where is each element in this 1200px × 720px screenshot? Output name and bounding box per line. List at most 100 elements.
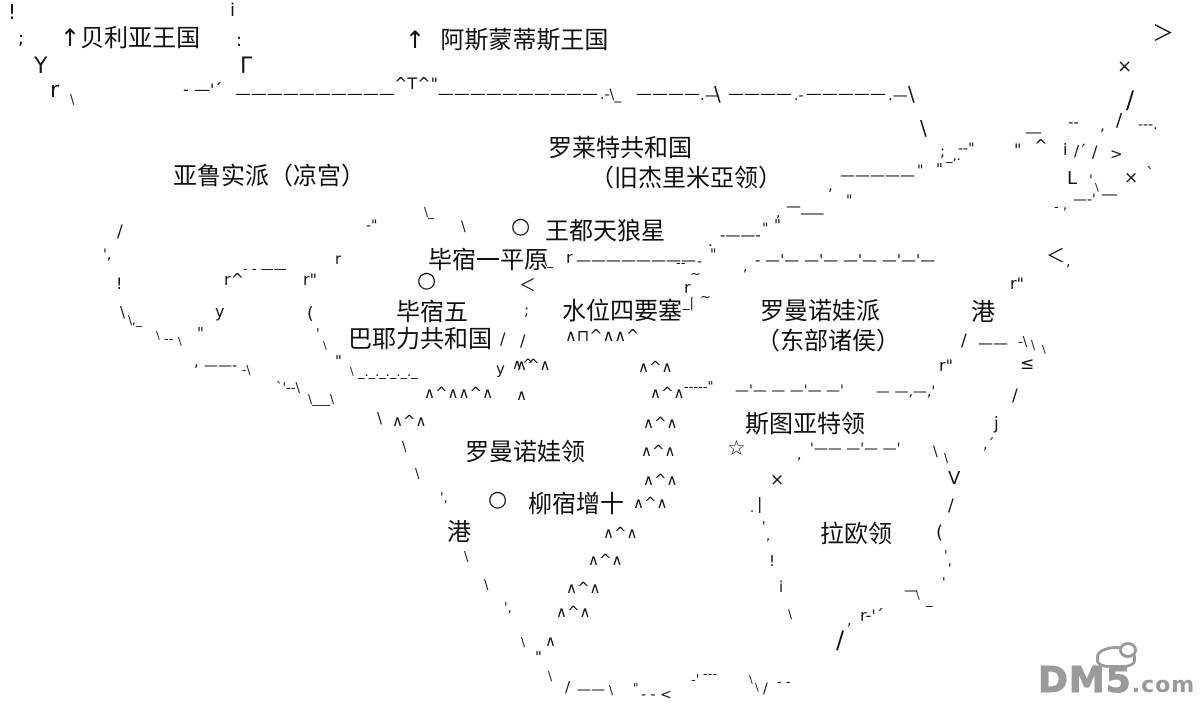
map-stroke: \ [755, 681, 759, 694]
map-stroke: ' [948, 562, 952, 577]
map-stroke: \ [609, 683, 614, 697]
map-stroke: / [520, 331, 526, 350]
map-stroke: \ [548, 669, 553, 683]
map-stroke: , [797, 447, 802, 463]
map-stroke: — —,—,' [876, 384, 936, 400]
map-stroke: ! [769, 552, 776, 570]
map-stroke: ∧^∧ [643, 471, 678, 489]
map-stroke: / [1116, 110, 1123, 131]
map-stroke: ; [18, 28, 25, 49]
map-stroke: \ [714, 82, 721, 106]
star-marker: ☆ [727, 436, 746, 460]
map-stroke: ∧^∧ [650, 384, 685, 402]
map-stroke: " [535, 648, 542, 666]
map-stroke: — [904, 583, 918, 599]
region-label: 毕宿一平原 [428, 246, 548, 274]
map-stroke: y [215, 302, 225, 321]
map-stroke: , [1100, 116, 1105, 134]
map-stroke: ~ [690, 267, 701, 282]
map-stroke: `'--\ [276, 381, 300, 396]
map-stroke: \ [461, 219, 466, 235]
map-stroke: ', [440, 491, 448, 506]
map-stroke: \ [521, 635, 526, 649]
map-stroke: " [762, 221, 769, 237]
region-label: ↑ 阿斯蒙蒂斯王国 [405, 26, 609, 54]
map-stroke: \ [350, 365, 354, 378]
map-stroke: ———— [728, 84, 792, 103]
map-stroke: —————————— [235, 84, 395, 103]
map-stroke: ＜ [1046, 245, 1066, 267]
map-stroke: - [1054, 200, 1059, 215]
city-aldebaran-marker: ○ [417, 268, 437, 293]
region-label: 巴耶力共和国 [348, 325, 492, 353]
map-stroke: —'— — —'— —' [735, 383, 844, 399]
map-stroke: -\ [242, 363, 251, 377]
map-stroke: / [948, 496, 954, 516]
map-stroke: ∧^∧ [638, 358, 673, 376]
map-stroke: ∧^ [512, 357, 534, 373]
map-stroke: r" [303, 270, 317, 289]
map-stroke: ' [942, 576, 946, 591]
map-stroke: V [948, 468, 961, 489]
map-stroke: \ [1042, 343, 1046, 356]
map-stroke: , [766, 529, 771, 544]
map-stroke: - - [777, 675, 791, 690]
map-stroke: r" [939, 356, 953, 375]
map-stroke: ∧^∧ [556, 603, 591, 621]
map-stroke: .- [794, 88, 804, 104]
map-stroke: × [770, 470, 785, 490]
map-stroke: -——- [720, 226, 761, 244]
map-stroke: , [1063, 198, 1068, 213]
map-stroke: ' [316, 327, 320, 342]
map-stroke: Y [34, 54, 48, 79]
map-stroke: -' [691, 673, 700, 688]
map-stroke: ————— [806, 84, 886, 103]
region-label: 罗曼诺娃派 [760, 297, 880, 325]
map-stroke: -" [366, 218, 378, 234]
map-stroke: ——- [204, 358, 238, 374]
map-stroke: ^ [1034, 136, 1048, 155]
map-stroke: ! [8, 0, 17, 24]
map-stroke: ^T^" [394, 74, 438, 93]
map-stroke: -- [676, 256, 686, 271]
map-stroke: \ [156, 329, 160, 342]
map-stroke: / [500, 329, 506, 348]
map-stroke: Γ [240, 54, 253, 79]
map-stroke: r [566, 248, 573, 267]
map-stroke: / [836, 626, 845, 654]
map-stroke: j [994, 414, 999, 434]
map-stroke: " [774, 216, 781, 234]
map-stroke: —___ [786, 197, 824, 215]
map-stroke: : [236, 30, 243, 51]
capital-sirius-marker: ○ [511, 214, 531, 239]
map-stroke: / [1092, 142, 1098, 161]
region-label: ↑贝利亚王国 [60, 24, 201, 52]
map-stroke: ,´ [983, 437, 995, 453]
region-label: 毕宿五 [396, 298, 468, 326]
map-stroke: ∧⊓^∧∧^ [565, 326, 640, 345]
map-stroke: , [194, 352, 199, 370]
map-stroke: -- [1068, 113, 1079, 131]
map-stroke: \ [484, 578, 489, 593]
map-stroke: " [197, 324, 204, 342]
map-stroke: ` [1146, 164, 1154, 183]
map-stroke: —————————— [438, 84, 598, 103]
map-stroke: i [1063, 140, 1068, 159]
map-stroke: " [917, 163, 924, 179]
map-stroke: —-' [1073, 192, 1096, 208]
map-stroke: \ [788, 607, 793, 621]
region-label: 港 [971, 298, 995, 326]
map-stroke: ∧^∧ [516, 356, 551, 374]
region-label: 斯图亚特领 [745, 410, 865, 438]
map-stroke: ∧^∧ [641, 442, 676, 460]
map-stroke: , [847, 613, 852, 629]
map-stroke: \ [70, 93, 75, 108]
map-stroke: ( [936, 522, 944, 543]
map-stroke: i [230, 0, 236, 21]
region-label: 拉欧领 [820, 520, 892, 548]
map-stroke: _,. [946, 149, 961, 164]
map-stroke: .-\_ [600, 87, 622, 103]
map-stroke: . [708, 232, 713, 250]
map-stroke: ; [940, 142, 946, 160]
